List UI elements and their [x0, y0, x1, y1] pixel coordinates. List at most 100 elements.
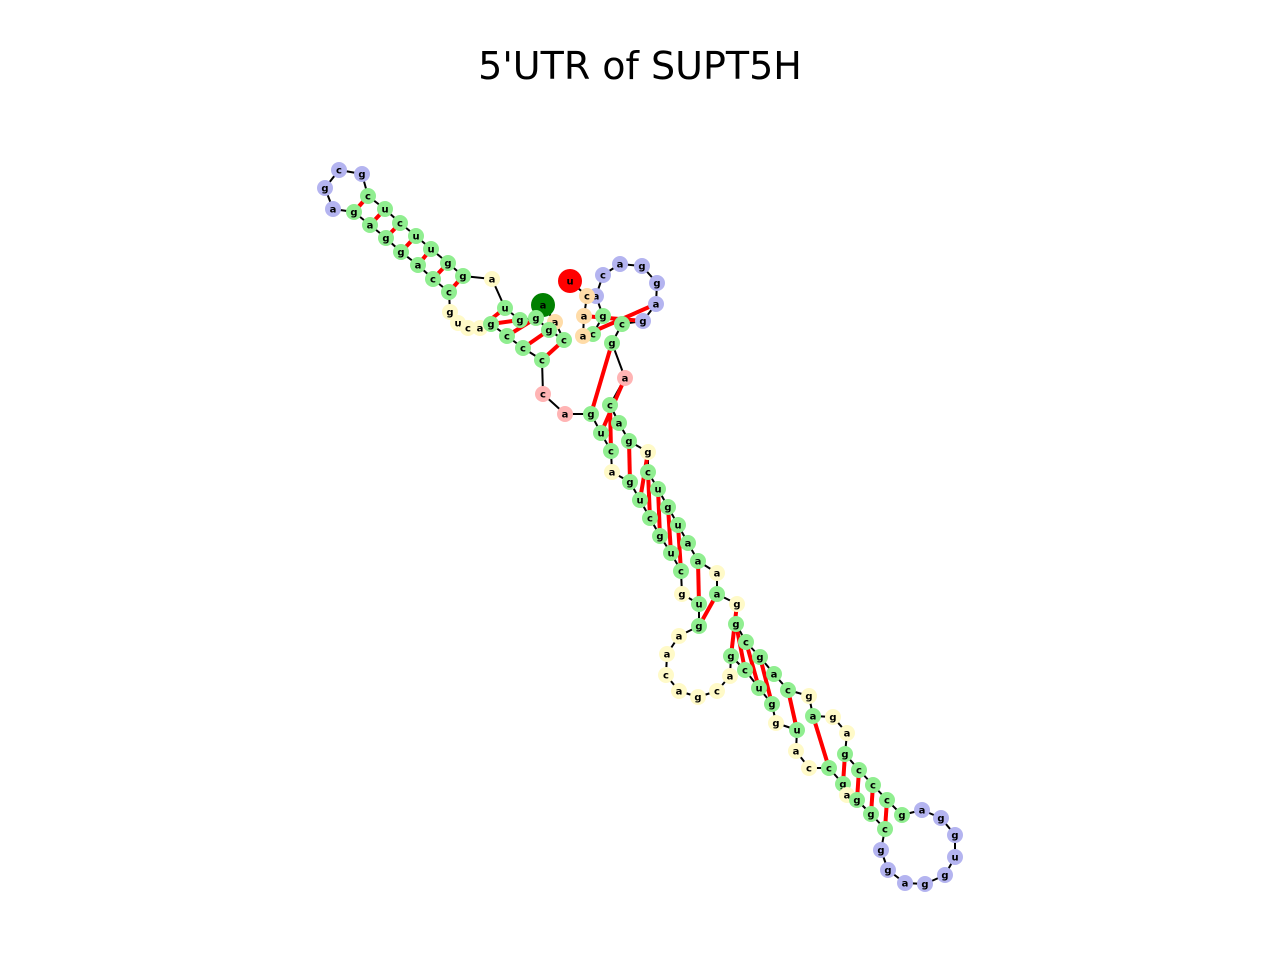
nucleotide-marker [612, 256, 628, 272]
nucleotide-69: g [863, 806, 879, 822]
nucleotide-marker [851, 762, 867, 778]
nucleotide-marker [632, 492, 648, 508]
nucleotide-119: a [575, 328, 591, 344]
nucleotide-marker [680, 535, 696, 551]
nucleotide-58: c [737, 662, 753, 678]
nucleotide-4: g [541, 322, 557, 338]
nucleotide-35: c [535, 386, 551, 402]
nucleotide-label: g [644, 448, 651, 459]
nucleotide-marker [801, 760, 817, 776]
nucleotide-label: g [772, 719, 779, 730]
nucleotide-86: g [825, 709, 841, 725]
nucleotide-marker [604, 464, 620, 480]
nucleotide-72: g [880, 862, 896, 878]
nucleotide-46: c [673, 563, 689, 579]
nucleotide-label: a [676, 687, 683, 698]
nucleotide-label: c [465, 324, 471, 335]
nucleotide-label: c [678, 567, 684, 578]
nucleotide-marker [671, 683, 687, 699]
nucleotide-107: a [617, 370, 633, 386]
nucleotide-label: c [806, 764, 812, 775]
nucleotide-label: a [562, 410, 569, 421]
nucleotide-label: g [382, 234, 389, 245]
nucleotide-marker [752, 649, 768, 665]
nucleotide-78: g [933, 810, 949, 826]
nucleotide-marker [408, 228, 424, 244]
nucleotide-81: c [879, 792, 895, 808]
base-pair-bond [811, 715, 831, 769]
nucleotide-label: u [501, 304, 508, 315]
nucleotide-label: u [427, 245, 434, 256]
nucleotide-label: g [639, 317, 646, 328]
nucleotide-25: c [425, 271, 441, 287]
nucleotide-113: g [634, 258, 650, 274]
nucleotide-marker [604, 335, 620, 351]
nucleotide-marker [880, 862, 896, 878]
nucleotide-marker [839, 725, 855, 741]
nucleotide-88: g [801, 688, 817, 704]
nucleotide-label: u [636, 496, 643, 507]
nucleotide-label: c [590, 330, 596, 341]
nucleotide-label: c [647, 514, 653, 525]
nucleotide-label: g [853, 796, 860, 807]
nucleotide-40: a [604, 464, 620, 480]
nucleotide-marker [617, 370, 633, 386]
nucleotide-18: g [317, 180, 333, 196]
nucleotide-label: c [619, 320, 625, 331]
nucleotide-11: u [423, 241, 439, 257]
nucleotide-87: a [805, 708, 821, 724]
nucleotide-marker [805, 708, 821, 724]
nucleotide-marker [691, 596, 707, 612]
nucleotide-marker [650, 481, 666, 497]
nucleotide-marker [690, 689, 706, 705]
nucleotide-115: c [595, 267, 611, 283]
nucleotide-80: g [894, 807, 910, 823]
nucleotide-label: a [902, 879, 909, 890]
nucleotide-label: a [593, 292, 600, 303]
nucleotide-75: g [937, 867, 953, 883]
nucleotide-98: a [680, 535, 696, 551]
nucleotide-label: g [877, 846, 884, 857]
nucleotide-marker [603, 443, 619, 459]
nucleotide-label: c [584, 292, 590, 303]
nucleotide-label: g [805, 692, 812, 703]
nucleotide-marker [863, 806, 879, 822]
nucleotide-42: u [632, 492, 648, 508]
nucleotide-label: a [714, 590, 721, 601]
nucleotide-label: a [695, 557, 702, 568]
nucleotide-93: g [728, 616, 744, 632]
nucleotide-label: c [397, 219, 403, 230]
nucleotide-label: u [695, 600, 702, 611]
nucleotide-marker [583, 406, 599, 422]
nucleotide-marker [556, 332, 572, 348]
nucleotide-label: g [358, 170, 365, 181]
nucleotide-19: a [325, 201, 341, 217]
nucleotide-label: c [785, 686, 791, 697]
nucleotide-marker [595, 267, 611, 283]
nucleotide-marker [499, 328, 515, 344]
nucleotide-48: u [691, 596, 707, 612]
nucleotide-label: a [844, 791, 851, 802]
nucleotide-marker [663, 545, 679, 561]
nucleotide-27: g [442, 304, 458, 320]
nucleotide-marker [648, 296, 664, 312]
nucleotide-76: u [947, 849, 963, 865]
nucleotide-marker [535, 386, 551, 402]
nucleotide-marker [378, 230, 394, 246]
nucleotide-79: a [914, 802, 930, 818]
nucleotide-marker [690, 553, 706, 569]
nucleotide-label: a [477, 324, 484, 335]
nucleotide-91: g [752, 649, 768, 665]
nucleotide-marker [393, 244, 409, 260]
nucleotide-label: c [607, 401, 613, 412]
nucleotide-77: g [947, 827, 963, 843]
nucleotide-8: a [484, 271, 500, 287]
nucleotide-label: g [350, 208, 357, 219]
nucleotide-marker [425, 271, 441, 287]
nucleotide-label: g [678, 590, 685, 601]
nucleotide-marker [440, 255, 456, 271]
nucleotide-marker [873, 842, 889, 858]
nucleotide-marker [914, 802, 930, 818]
nucleotide-21: a [362, 217, 378, 233]
nucleotide-marker [728, 616, 744, 632]
